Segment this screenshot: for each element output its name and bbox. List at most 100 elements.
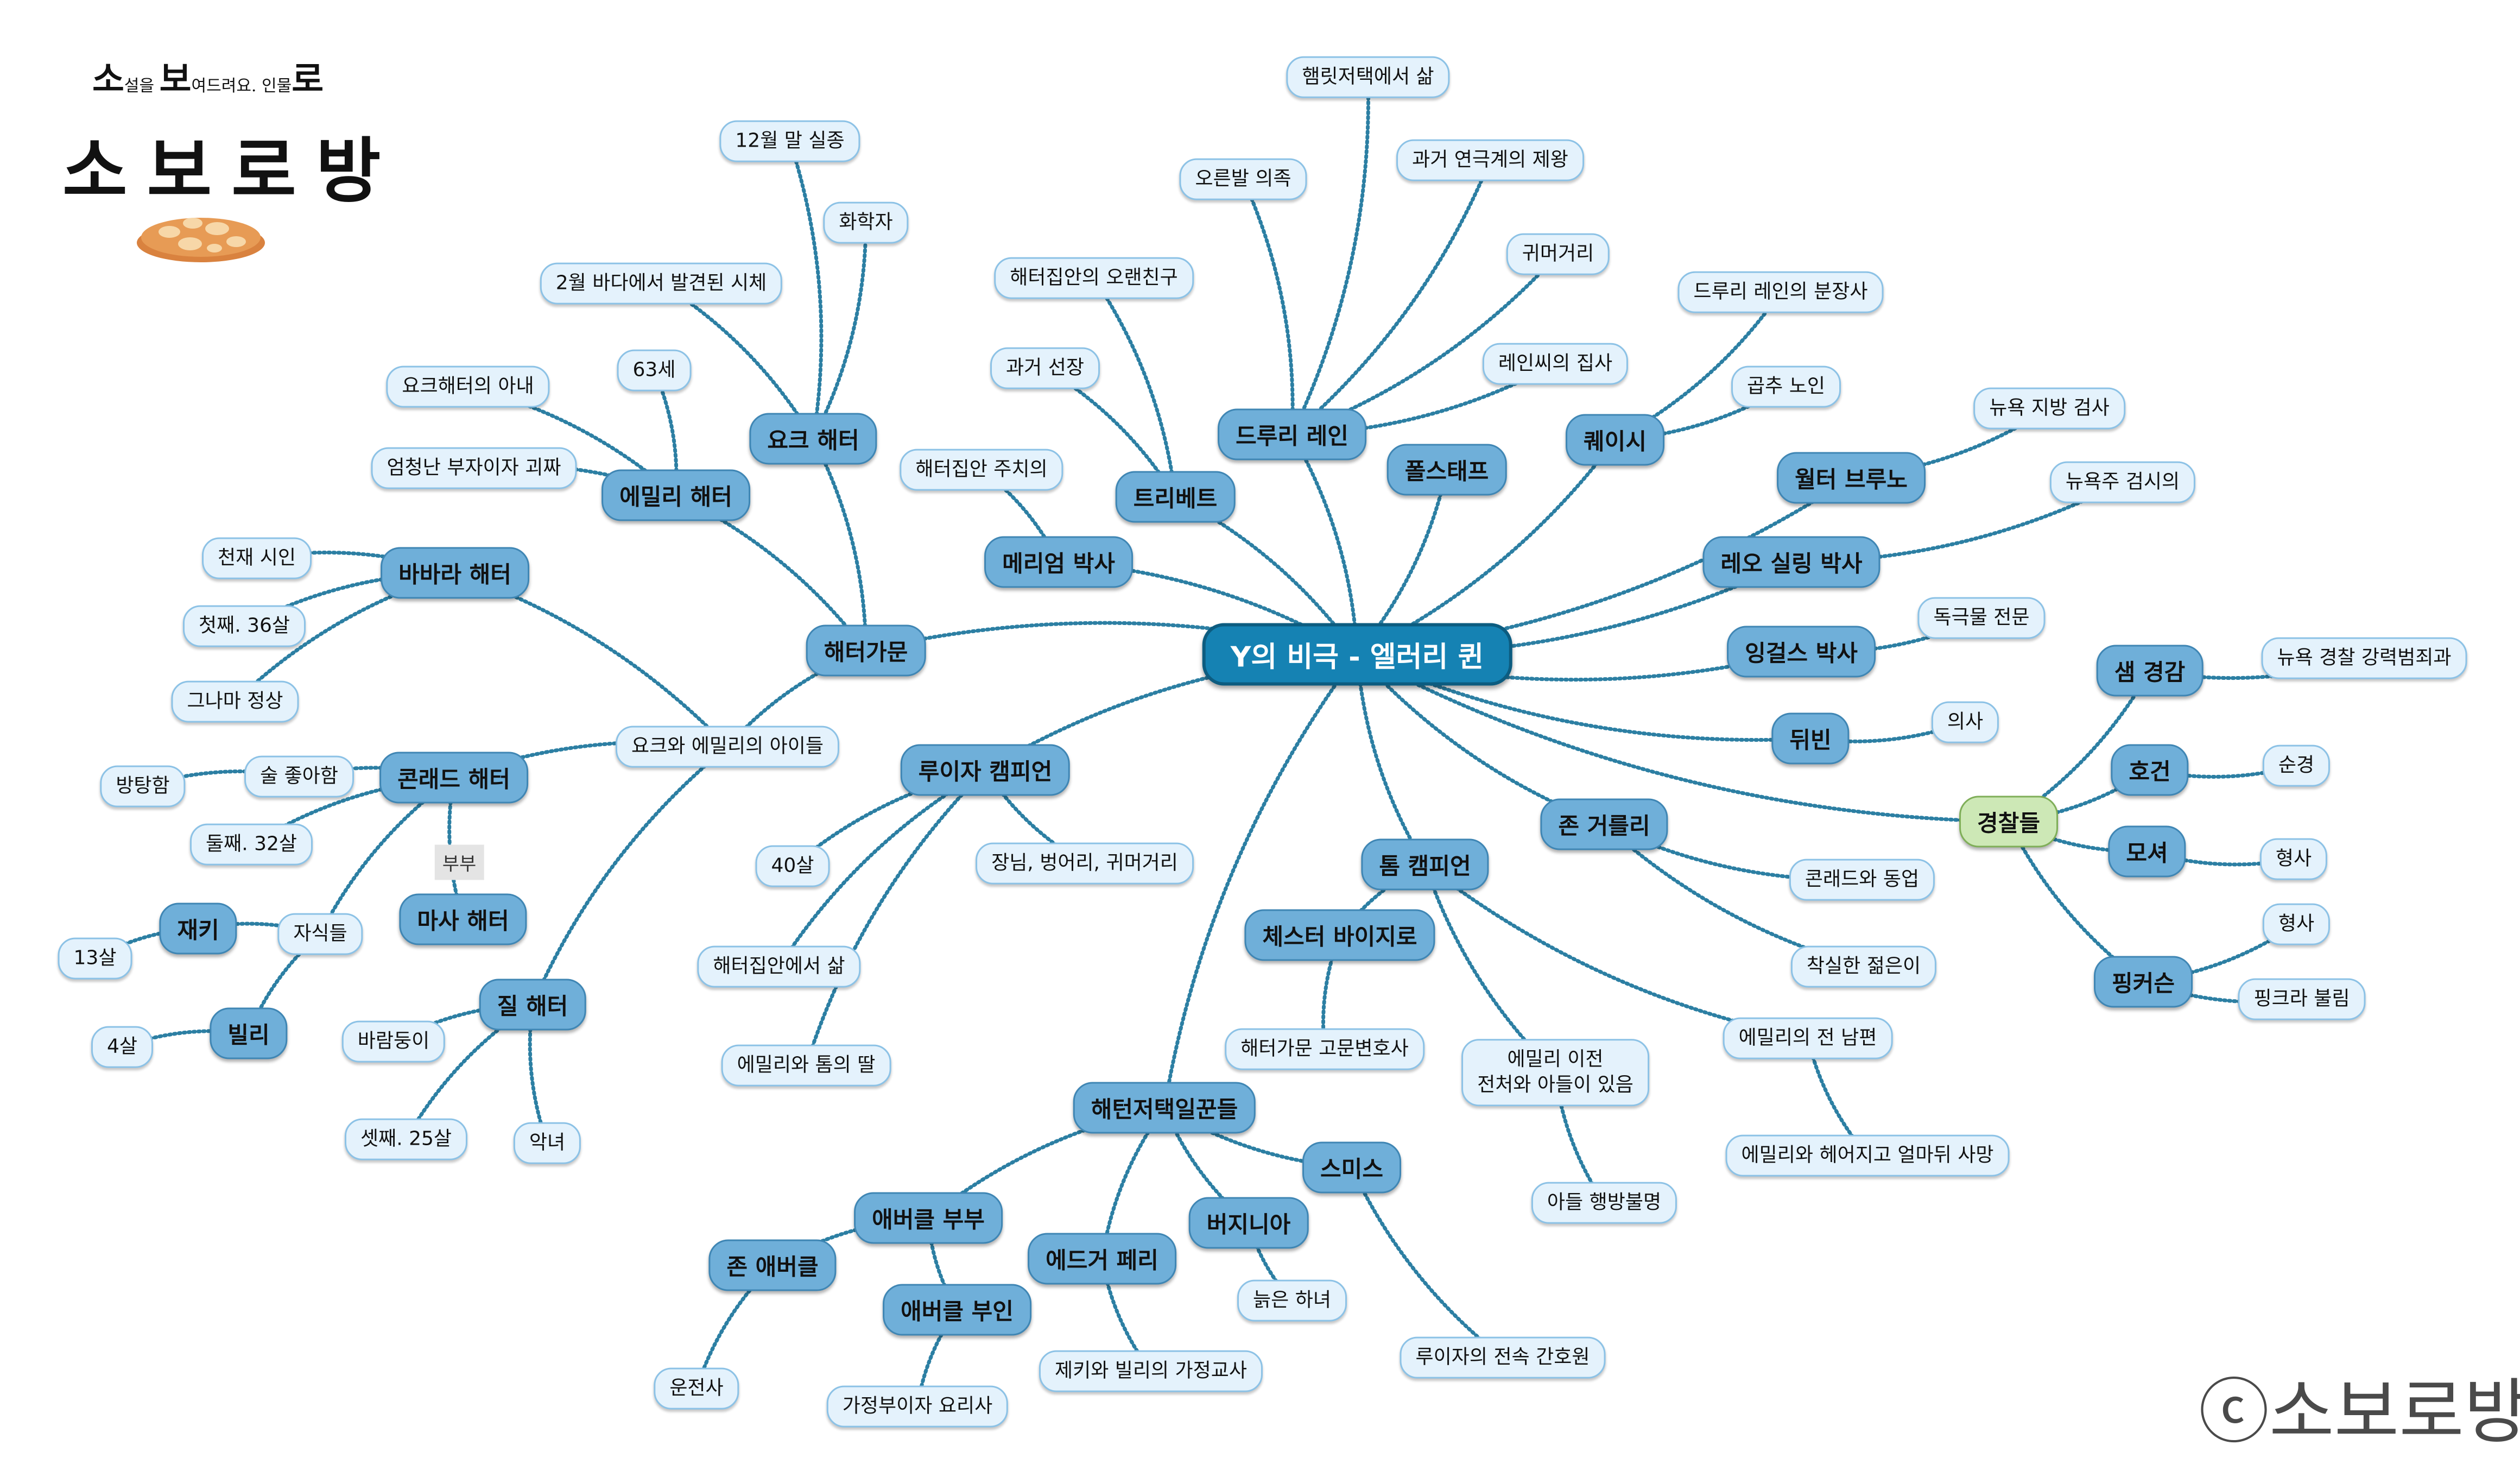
node-tom[interactable]: 톰 캠피언 <box>1361 838 1489 891</box>
node-john-arb[interactable]: 존 애버클 <box>708 1239 837 1291</box>
node-virginia-desc[interactable]: 늙은 하녀 <box>1237 1279 1347 1322</box>
node-gormly-good[interactable]: 착실한 젊은이 <box>1790 945 1937 988</box>
node-trivet[interactable]: 트리베트 <box>1115 471 1236 523</box>
node-edgar-desc[interactable]: 제키와 빌리의 가정교사 <box>1039 1350 1263 1392</box>
node-dubin-doc[interactable]: 의사 <box>1931 701 1999 743</box>
node-chester[interactable]: 체스터 바이지로 <box>1244 909 1435 961</box>
node-barbara-poet[interactable]: 천재 시인 <box>202 537 312 579</box>
node-children[interactable]: 요크와 에밀리의 아이들 <box>615 725 840 768</box>
node-kids[interactable]: 자식들 <box>277 913 363 955</box>
node-pinkussohn[interactable]: 핑커슨 <box>2094 956 2193 1008</box>
node-louisa[interactable]: 루이자 캠피언 <box>900 744 1071 796</box>
node-gormly[interactable]: 존 거를리 <box>1540 798 1668 850</box>
node-dubin[interactable]: 뒤빈 <box>1771 712 1850 765</box>
node-billy[interactable]: 빌리 <box>210 1007 288 1059</box>
node-emily-wife[interactable]: 요크해터의 아내 <box>386 365 550 408</box>
brand-logo: 소설을 보여드려요. 인물로 소보로방 <box>60 52 381 280</box>
node-trivet-captain[interactable]: 과거 선장 <box>990 347 1100 389</box>
node-york-disappear[interactable]: 12월 말 실종 <box>719 120 860 162</box>
node-thumm[interactable]: 샘 경감 <box>2096 645 2204 697</box>
node-pink-desc1[interactable]: 형사 <box>2262 903 2331 945</box>
link-drury-drury-hamlet <box>1290 75 1370 437</box>
node-louisa-live[interactable]: 해터집안에서 삶 <box>697 945 861 988</box>
node-barbara-normal[interactable]: 그나마 정상 <box>171 680 299 723</box>
node-louisa-blind[interactable]: 장님, 벙어리, 귀머거리 <box>976 842 1194 885</box>
node-conrad-prodigal[interactable]: 방탕함 <box>100 765 186 807</box>
node-martha[interactable]: 마사 해터 <box>399 893 527 945</box>
node-police[interactable]: 경찰들 <box>1959 796 2058 848</box>
node-merriam[interactable]: 메리엄 박사 <box>984 536 1133 588</box>
node-drury-deaf[interactable]: 귀머거리 <box>1506 233 1610 275</box>
node-merriam-doc[interactable]: 해터집안 주치의 <box>900 449 1063 491</box>
node-tom-died[interactable]: 에밀리와 헤어지고 얼마뒤 사망 <box>1725 1134 2010 1177</box>
node-virginia[interactable]: 버지니아 <box>1188 1197 1309 1249</box>
node-emily[interactable]: 에밀리 해터 <box>601 469 750 521</box>
node-mrs-arb[interactable]: 애버클 부인 <box>883 1284 1031 1336</box>
node-ingalls-tox[interactable]: 독극물 전문 <box>1917 597 2046 639</box>
node-drury-theater[interactable]: 과거 연극계의 제왕 <box>1396 139 1584 181</box>
node-bruno-da[interactable]: 뉴욕 지방 검사 <box>1973 387 2125 430</box>
node-jill[interactable]: 질 해터 <box>479 979 586 1031</box>
node-tom-son[interactable]: 아들 행방불명 <box>1531 1182 1677 1224</box>
node-moshe-desc[interactable]: 형사 <box>2259 838 2328 880</box>
node-arbuckles[interactable]: 애버클 부부 <box>854 1192 1003 1244</box>
link-york-york-chem <box>811 220 868 441</box>
node-quacy[interactable]: 퀘이시 <box>1566 414 1664 466</box>
node-smith-desc[interactable]: 루이자의 전속 간호원 <box>1400 1336 1606 1379</box>
node-drury-ear[interactable]: 오른발 의족 <box>1179 158 1307 200</box>
node-louisa-40[interactable]: 40살 <box>755 845 830 887</box>
node-pink-desc2[interactable]: 핑크라 불림 <box>2238 978 2366 1020</box>
node-louisa-daughter[interactable]: 에밀리와 톰의 딸 <box>721 1044 891 1087</box>
node-drury-hamlet[interactable]: 햄릿저택에서 삶 <box>1286 56 1450 98</box>
node-gormly-partner[interactable]: 콘래드와 동업 <box>1789 859 1935 901</box>
node-schilling[interactable]: 레오 실링 박사 <box>1702 536 1880 588</box>
node-barbara[interactable]: 바바라 해터 <box>381 547 529 599</box>
logo-tagline-part: 로 <box>292 59 324 100</box>
node-jackie-13[interactable]: 13살 <box>58 937 132 980</box>
node-john-arb-desc[interactable]: 운전사 <box>654 1367 739 1410</box>
node-smith[interactable]: 스미스 <box>1302 1141 1401 1194</box>
node-york-body[interactable]: 2월 바다에서 발견된 시체 <box>540 262 783 305</box>
node-drury-butler[interactable]: 레인씨의 집사 <box>1482 343 1629 385</box>
node-jill-25[interactable]: 셋째. 25살 <box>344 1118 468 1160</box>
node-emily-rich[interactable]: 엄청난 부자이자 괴짜 <box>371 447 577 489</box>
node-thumm-desc[interactable]: 뉴욕 경찰 강력범죄과 <box>2261 637 2467 679</box>
node-mrs-arb-desc[interactable]: 가정부이자 요리사 <box>826 1385 1009 1428</box>
node-hogan-desc[interactable]: 순경 <box>2262 744 2331 787</box>
node-hogan[interactable]: 호건 <box>2111 744 2189 796</box>
node-moshe[interactable]: 모셔 <box>2108 825 2186 878</box>
node-billy-4[interactable]: 4살 <box>91 1026 154 1068</box>
node-drury[interactable]: 드루리 레인 <box>1218 408 1366 460</box>
node-jackie[interactable]: 재키 <box>159 903 237 955</box>
node-conrad[interactable]: 콘래드 해터 <box>379 752 528 804</box>
node-couple[interactable]: 부부 <box>434 844 484 880</box>
node-edgar[interactable]: 에드거 페리 <box>1028 1233 1176 1285</box>
node-hatter[interactable]: 해터가문 <box>806 624 926 677</box>
node-emily-63[interactable]: 63세 <box>617 349 692 392</box>
link-smith-smith-desc <box>1350 1165 1505 1360</box>
node-quacy-makeup[interactable]: 드루리 레인의 분장사 <box>1677 271 1884 313</box>
node-trivet-friend[interactable]: 해터집안의 오랜친구 <box>994 257 1194 299</box>
node-york[interactable]: 요크 해터 <box>749 413 877 465</box>
node-ingalls[interactable]: 잉걸스 박사 <box>1727 626 1876 678</box>
node-jill-evil[interactable]: 악녀 <box>513 1122 581 1164</box>
node-conrad-32[interactable]: 둘째. 32살 <box>189 823 313 866</box>
node-conrad-drink[interactable]: 술 좋아함 <box>244 755 354 798</box>
copyright-mark: ⓒ소보로방 <box>2199 1371 2520 1453</box>
node-bruno[interactable]: 월터 브루노 <box>1777 452 1926 504</box>
node-barbara-36[interactable]: 첫째. 36살 <box>182 605 306 647</box>
link-center-drury <box>1290 432 1359 657</box>
node-chester-lawyer[interactable]: 해터가문 고문변호사 <box>1225 1028 1424 1070</box>
node-schilling-me[interactable]: 뉴욕주 검시의 <box>2049 461 2196 503</box>
node-center[interactable]: Y의 비극 - 엘러리 퀸 <box>1202 623 1512 686</box>
node-servants[interactable]: 해턴저택일꾼들 <box>1073 1082 1256 1134</box>
node-jill-flirt[interactable]: 바람둥이 <box>341 1020 446 1063</box>
node-quacy-old[interactable]: 곱추 노인 <box>1731 365 1841 408</box>
link-louisa-louisa-daughter <box>804 768 987 1068</box>
node-falstaff[interactable]: 폴스태프 <box>1386 444 1507 496</box>
link-center-tom <box>1355 652 1427 867</box>
node-tom-ex[interactable]: 에밀리의 전 남편 <box>1723 1017 1893 1059</box>
node-york-chem[interactable]: 화학자 <box>823 201 909 244</box>
